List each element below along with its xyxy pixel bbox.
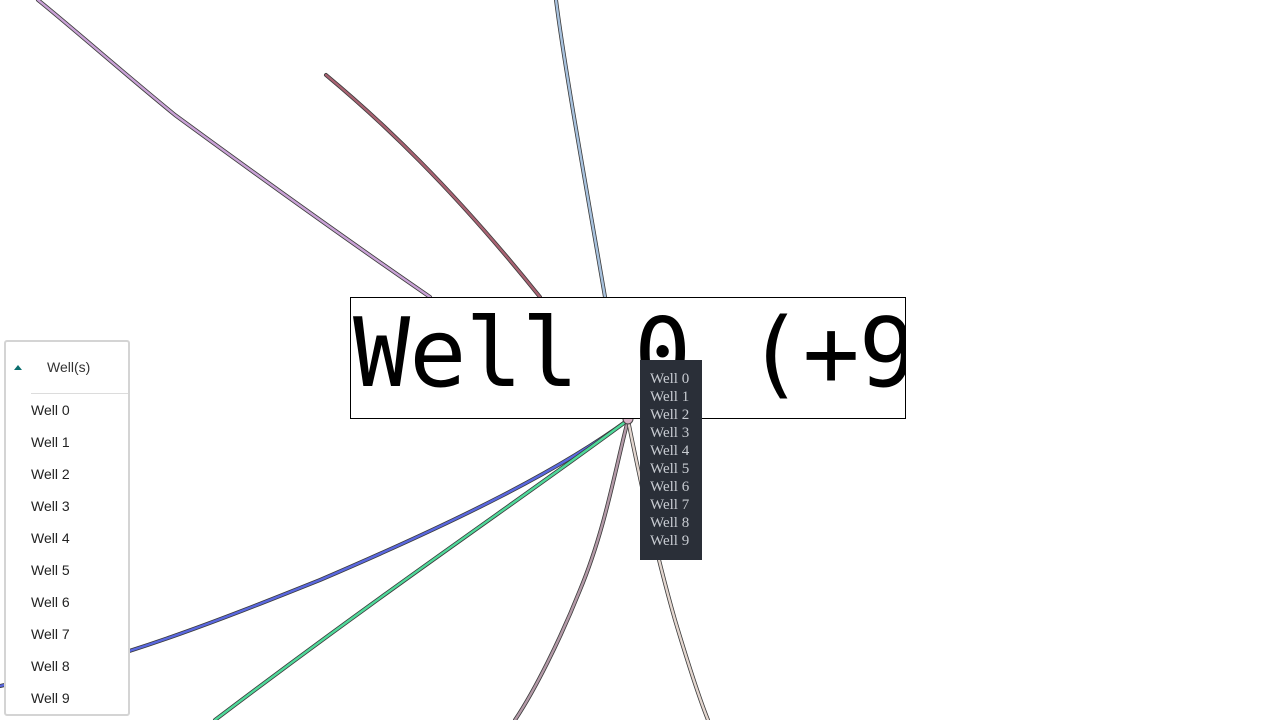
well-list-item[interactable]: Well 8	[31, 658, 70, 674]
tooltip-line: Well 7	[650, 497, 690, 513]
tooltip-line: Well 2	[650, 407, 690, 423]
well-list-item[interactable]: Well 1	[31, 434, 70, 450]
well-list-item[interactable]: Well 7	[31, 626, 70, 642]
tooltip-line: Well 9	[650, 533, 690, 549]
tooltip-line: Well 1	[650, 389, 690, 405]
tooltip-line: Well 5	[650, 461, 690, 477]
trajectory-beige[interactable]	[626, 418, 710, 720]
trajectory-purple[interactable]	[36, 0, 432, 299]
well-list-item[interactable]: Well 2	[31, 466, 70, 482]
caret-up-icon[interactable]	[14, 365, 22, 370]
tooltip-line: Well 4	[650, 443, 690, 459]
well-list-item[interactable]: Well 6	[31, 594, 70, 610]
well-label-text: Well 0 (+9)	[353, 299, 905, 409]
tooltip-line: Well 8	[650, 515, 690, 531]
trajectory-mauve[interactable]	[513, 418, 630, 720]
panel-divider	[31, 393, 128, 394]
well-list-item[interactable]: Well 4	[31, 530, 70, 546]
well-list: Well 0 Well 1 Well 2 Well 3 Well 4 Well 5 Well…	[6, 394, 128, 714]
tooltip-line: Well 6	[650, 479, 690, 495]
wells-tooltip: Well 0 Well 1 Well 2 Well 3 Well 4 Well 5 Well…	[640, 360, 702, 560]
well-list-item[interactable]: Well 0	[31, 402, 70, 418]
well-list-item[interactable]: Well 5	[31, 562, 70, 578]
trajectory-green[interactable]	[213, 418, 630, 720]
well-list-item[interactable]: Well 3	[31, 498, 70, 514]
well-label-box: Well 0 (+9)	[350, 297, 906, 419]
well-list-item[interactable]: Well 9	[31, 690, 70, 706]
tooltip-line: Well 0	[650, 371, 690, 387]
trajectory-lightblue[interactable]	[554, 0, 607, 299]
trajectory-maroon[interactable]	[324, 73, 542, 299]
tooltip-line: Well 3	[650, 425, 690, 441]
panel-header[interactable]: Well(s)	[6, 342, 128, 394]
panel-title: Well(s)	[47, 359, 91, 375]
